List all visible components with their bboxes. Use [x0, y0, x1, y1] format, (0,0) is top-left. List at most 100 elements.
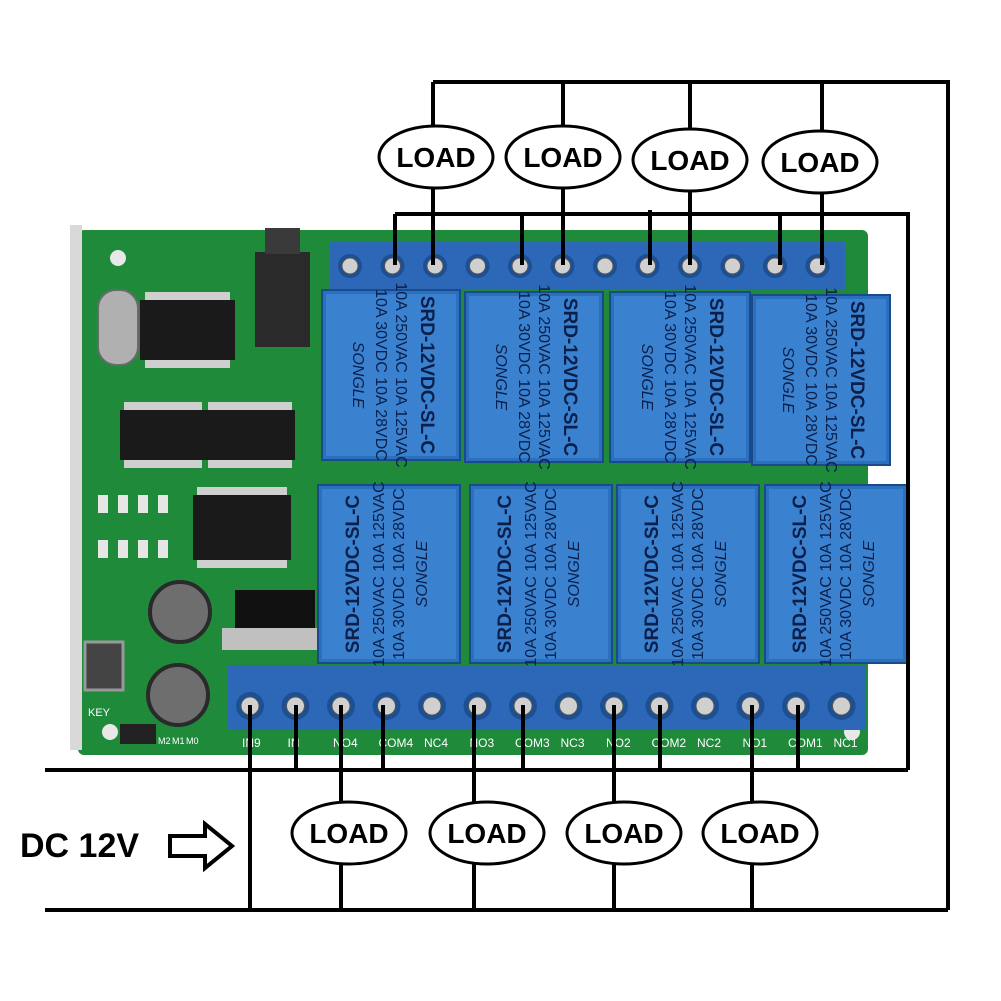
terminal-screw	[550, 254, 575, 278]
relay-rating-label: 10A 30VDC 10A 28VDC	[372, 289, 389, 461]
terminal-screw	[763, 254, 787, 278]
relay-model-label: SRD-12VDC-SL-C	[705, 298, 726, 457]
relay-model-label: SRD-12VDC-SL-C	[642, 495, 663, 654]
key-label: KEY	[88, 707, 111, 719]
terminal-label: NC1	[834, 736, 858, 750]
relay-rating-label: 10A 250VAC 10A 125VAC	[681, 284, 698, 469]
relay-rating-label: 10A 30VDC 10A 28VDC	[661, 291, 678, 463]
terminal-screws-top	[338, 254, 830, 278]
terminal-screw	[554, 692, 583, 720]
relay-brand-label: SONGLE	[713, 540, 730, 607]
relay-rating-label: 10A 250VAC 10A 125VAC	[371, 481, 388, 666]
relay-brand-label: SONGLE	[492, 344, 509, 411]
terminal-block-bottom	[228, 665, 866, 730]
key-button	[83, 640, 125, 692]
relay-brand-label: SONGLE	[638, 344, 655, 411]
load: LOAD	[565, 800, 683, 866]
relay-rating-label: 10A 250VAC 10A 125VAC	[535, 284, 552, 469]
terminal-screw	[720, 254, 745, 278]
terminal-screw	[593, 254, 617, 278]
terminal-screw	[338, 254, 362, 278]
relay-model-label: SRD-12VDC-SL-C	[343, 495, 364, 654]
terminal-block-top	[330, 242, 845, 290]
load: LOAD	[377, 124, 495, 190]
relay-rating-label: 10A 30VDC 10A 28VDC	[391, 488, 408, 660]
relay-rating-label: 10A 250VAC 10A 125VAC	[822, 287, 839, 472]
terminal-screw	[805, 254, 830, 278]
terminal-screw	[678, 254, 702, 278]
load-group: LOAD LOAD LOAD LOAD LOAD LOAD LOAD LOAD	[290, 124, 879, 866]
relay-brand-label: SONGLE	[414, 540, 431, 607]
relay-model-label: SRD-12VDC-SL-C	[416, 296, 437, 455]
terminal-screw	[380, 254, 405, 278]
led-array	[98, 495, 168, 558]
audio-jack-barrel	[265, 228, 300, 254]
wire	[433, 80, 950, 910]
voltage-regulator-tab	[222, 628, 317, 650]
load-label: LOAD	[309, 818, 388, 849]
relay-rating-label: 10A 30VDC 10A 28VDC	[515, 291, 532, 463]
load: LOAD	[504, 124, 622, 190]
load: LOAD	[290, 800, 408, 866]
ic-chip	[205, 410, 295, 460]
terminal-screw	[418, 692, 446, 720]
terminal-screw	[827, 692, 856, 720]
relay-model-label: SRD-12VDC-SL-C	[495, 495, 516, 654]
terminal-label: NC4	[424, 736, 448, 750]
wire	[395, 212, 910, 770]
relay-brand-label: SONGLE	[861, 540, 878, 607]
load-label: LOAD	[780, 147, 859, 178]
load-label: LOAD	[447, 818, 526, 849]
relay-rating-label: 10A 30VDC 10A 28VDC	[543, 488, 560, 660]
load: LOAD	[428, 800, 546, 866]
load-label: LOAD	[720, 818, 799, 849]
terminal-label: NO2	[606, 736, 631, 750]
dc-voltage-label: DC 12V	[20, 827, 139, 865]
terminal-label: COM2	[652, 736, 687, 750]
terminal-label: COM1	[788, 736, 823, 750]
audio-jack	[255, 252, 310, 347]
mount-hole	[110, 250, 126, 266]
load: LOAD	[631, 127, 749, 193]
relay-rating-label: 10A 30VDC 10A 28VDC	[802, 294, 819, 466]
load-label: LOAD	[650, 145, 729, 176]
ic-pins	[124, 292, 292, 568]
relay-rating-label: 10A 250VAC 10A 125VAC	[392, 282, 409, 467]
capacitor	[146, 663, 210, 727]
load-label: LOAD	[396, 142, 475, 173]
mode-label: M0	[186, 736, 199, 746]
terminal-screw	[635, 254, 660, 278]
relay-model-label: SRD-12VDC-SL-C	[790, 495, 811, 654]
terminal-screw	[463, 692, 492, 720]
terminal-screw	[372, 692, 401, 720]
ic-chip	[140, 300, 235, 360]
relay-brand-label: SONGLE	[349, 342, 366, 409]
terminal-label: NO1	[743, 736, 768, 750]
mode-label: M2	[158, 736, 171, 746]
crystal-oscillator	[97, 289, 139, 366]
capacitor	[148, 580, 212, 644]
load-label: LOAD	[523, 142, 602, 173]
terminal-label: NC2	[697, 736, 721, 750]
mount-hole	[102, 724, 118, 740]
relay-brand-label: SONGLE	[779, 347, 796, 414]
ic-chip	[193, 495, 291, 560]
relay-model-label: SRD-12VDC-SL-C	[846, 301, 867, 460]
pcb-shadow	[70, 225, 82, 750]
load: LOAD	[761, 129, 879, 195]
relay-rating-label: 10A 30VDC 10A 28VDC	[838, 488, 855, 660]
terminal-label: NC3	[561, 736, 585, 750]
mode-label: M1	[172, 736, 185, 746]
terminal-label: COM3	[515, 736, 550, 750]
relay-rating-label: 10A 250VAC 10A 125VAC	[670, 481, 687, 666]
arrow-icon	[168, 819, 236, 873]
relay-rating-label: 10A 250VAC 10A 125VAC	[818, 481, 835, 666]
